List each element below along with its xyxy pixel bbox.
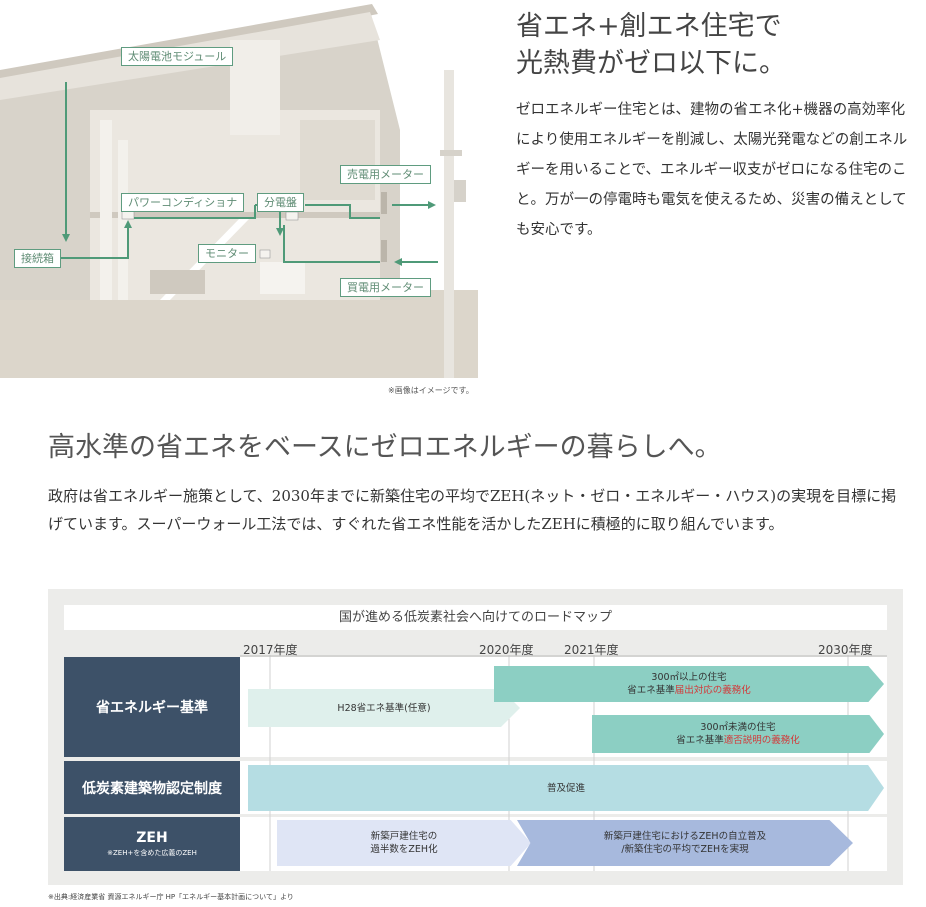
arrow-large-prefix: 省エネ基準 bbox=[627, 685, 675, 696]
row-head-zeh: ZEH ※ZEH+を含めた広義のZEH bbox=[64, 817, 240, 871]
image-caption: ※画像はイメージです。 bbox=[388, 386, 474, 395]
year-2021: 2021年度 bbox=[564, 643, 619, 657]
monitor-label: モニター bbox=[198, 244, 256, 263]
power-conditioner-label: パワーコンディショナ bbox=[121, 193, 245, 212]
hero-title-line2: 光熱費がゼロ以下に。 bbox=[516, 48, 786, 79]
sell-meter-label: 売電用メーター bbox=[340, 165, 431, 184]
arrow-small-detail: 省エネ基準適否説明の義務化 bbox=[676, 734, 800, 747]
arrow-zeh-majority: 新築戸建住宅の 過半数をZEH化 bbox=[277, 820, 531, 866]
arrow-lowcarbon: 普及促進 bbox=[248, 765, 884, 811]
arrow-small-highlight: 適否説明の義務化 bbox=[723, 735, 800, 746]
section-body: 政府は省エネルギー施策として、2030年までに新築住宅の平均でZEH(ネット・ゼ… bbox=[48, 487, 897, 533]
section-title: 高水準の省エネをベースにゼロエネルギーの暮らしへ。 bbox=[48, 432, 722, 463]
arrow-large-detail: 省エネ基準届出対応の義務化 bbox=[627, 684, 751, 697]
row-head-energy-standard: 省エネルギー基準 bbox=[64, 657, 240, 757]
arrow-small-prefix: 省エネ基準 bbox=[676, 735, 724, 746]
buy-meter-label: 買電用メーター bbox=[340, 278, 431, 297]
arrow-zeh1-line2: 過半数をZEH化 bbox=[370, 844, 438, 855]
arrow-lowcarbon-text: 普及促進 bbox=[546, 782, 585, 794]
solar-module-label: 太陽電池モジュール bbox=[121, 47, 234, 66]
row-head-lowcarbon-label: 低炭素建築物認定制度 bbox=[82, 780, 222, 797]
junction-box-label: 接続箱 bbox=[14, 249, 61, 268]
arrow-large-highlight: 届出対応の義務化 bbox=[674, 685, 751, 696]
roadmap-diagram: 国が進める低炭素社会へ向けてのロードマップ 2017年度 2020年度 2021… bbox=[48, 589, 903, 885]
distribution-board-label: 分電盤 bbox=[257, 193, 304, 212]
hero-title-line1: 省エネ+創エネ住宅で bbox=[516, 11, 782, 42]
row-head-lowcarbon: 低炭素建築物認定制度 bbox=[64, 761, 240, 814]
year-2030: 2030年度 bbox=[818, 643, 873, 657]
roadmap-title: 国が進める低炭素社会へ向けてのロードマップ bbox=[64, 605, 887, 630]
arrow-h28-standard: H28省エネ基準(任意) bbox=[248, 689, 520, 727]
arrow-zeh1-line1: 新築戸建住宅の bbox=[370, 831, 438, 842]
row-head-energy-label: 省エネルギー基準 bbox=[96, 700, 208, 716]
year-2020: 2020年度 bbox=[479, 643, 534, 657]
house-illustration: 太陽電池モジュール パワーコンディショナ 分電盤 売電用メーター 接続箱 モニタ… bbox=[0, 0, 478, 380]
hero-title: 省エネ+創エネ住宅で 光熱費がゼロ以下に。 bbox=[516, 8, 916, 82]
arrow-zeh2-line2: /新築住宅の平均でZEHを実現 bbox=[621, 844, 749, 855]
arrow-large-title: 300㎡以上の住宅 bbox=[651, 672, 727, 683]
row-head-zeh-label: ZEH bbox=[136, 830, 168, 846]
arrow-small-house: 300㎡未満の住宅 省エネ基準適否説明の義務化 bbox=[592, 715, 884, 753]
source-note: ※出典:経済産業省 資源エネルギー庁 HP「エネルギー基本計画について」より bbox=[48, 893, 294, 901]
arrow-zeh2-line1: 新築戸建住宅におけるZEHの自立普及 bbox=[603, 831, 767, 842]
house-cutaway-image bbox=[0, 0, 478, 380]
arrow-h28-text: H28省エネ基準(任意) bbox=[337, 702, 431, 714]
arrow-zeh-standard: 新築戸建住宅におけるZEHの自立普及 /新築住宅の平均でZEHを実現 bbox=[517, 820, 853, 866]
row-head-zeh-sublabel: ※ZEH+を含めた広義のZEH bbox=[107, 849, 197, 857]
year-2017: 2017年度 bbox=[243, 643, 298, 657]
arrow-large-house: 300㎡以上の住宅 省エネ基準届出対応の義務化 bbox=[494, 666, 884, 702]
arrow-small-title: 300㎡未満の住宅 bbox=[700, 722, 776, 733]
hero-body: ゼロエネルギー住宅とは、建物の省エネ化+機器の高効率化により使用エネルギーを削減… bbox=[516, 102, 908, 238]
